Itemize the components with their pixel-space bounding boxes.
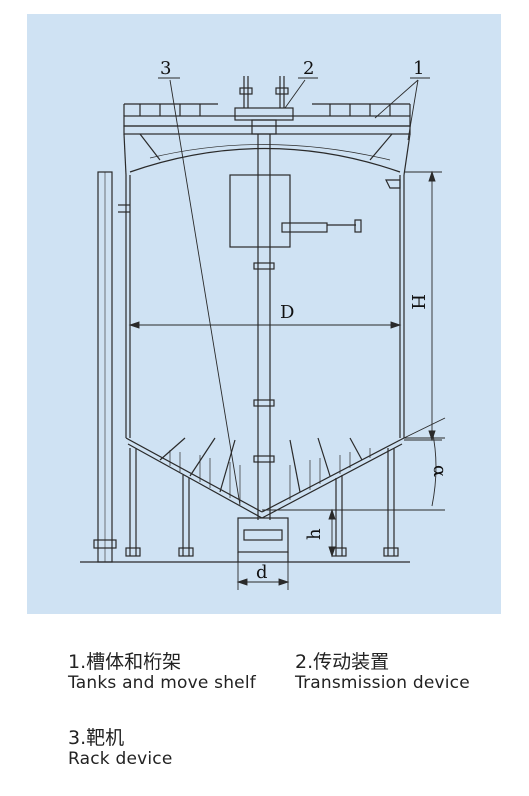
drive-unit [234,76,294,135]
callout-1: 1 [413,58,424,79]
dimension-H-label: H [407,294,428,310]
dimension-h [288,508,338,558]
callout-2: 2 [303,58,314,79]
legend-item-transmission: 2.传动装置 Transmission device [295,651,470,693]
support-legs [125,448,399,557]
legend-item-transmission-cn: 2.传动装置 [295,651,390,673]
dimension-D [128,321,402,329]
legend-item-rack-cn: 3.靶机 [68,727,125,749]
dimension-D-label: D [280,302,294,323]
legend-item-tanks: 1.槽体和桁架 Tanks and move shelf [68,651,256,693]
tank-body [118,144,405,438]
underflow-outlet [237,517,289,562]
callout-3: 3 [160,58,171,79]
dimension-d [236,562,290,590]
dimension-d-label: d [256,562,268,583]
dimension-H [404,170,442,442]
legend-item-tanks-cn: 1.槽体和桁架 [68,651,182,673]
rake-arms [169,448,371,503]
legend-item-rack-en: Rack device [68,748,173,769]
dimension-h-label: h [304,528,325,540]
cone-bottom [125,437,405,519]
central-shaft [229,134,291,520]
legend-item-tanks-en: Tanks and move shelf [68,672,256,693]
feed-pipe [281,219,362,233]
dimension-alpha-label: α [429,465,450,477]
legend-item-transmission-en: Transmission device [295,672,470,693]
thickener-drawing: 3 2 1 D H α h d [80,58,450,590]
truss-bridge [123,103,411,176]
callout-leaders [158,77,430,506]
diagram-panel: 3 2 1 D H α h d [27,14,501,614]
left-column [93,171,117,563]
legend-item-rack: 3.靶机 Rack device [68,727,173,769]
